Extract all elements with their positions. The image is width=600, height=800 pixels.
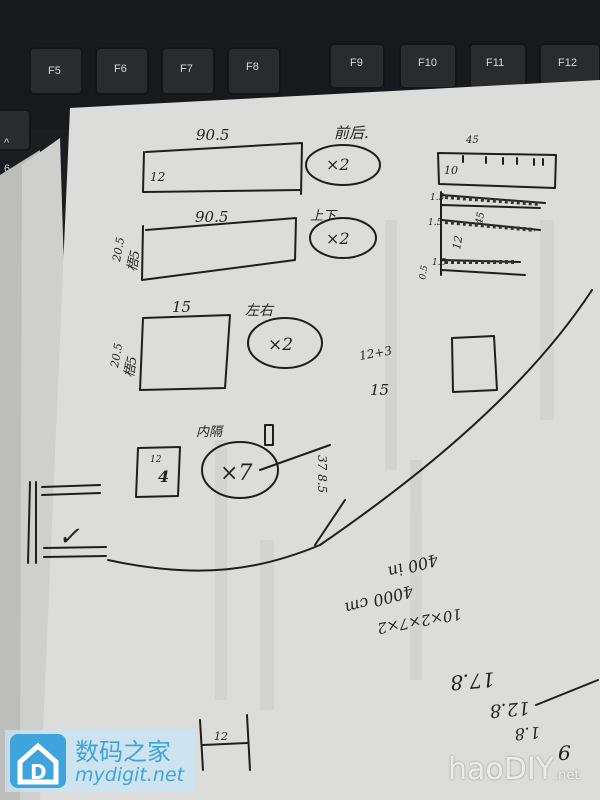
side-note-2: 15 — [370, 381, 389, 399]
vertical-note: 37 8.5 — [315, 455, 329, 493]
panel-top-bottom: 90.5 20.5 梧5 上下 ×2 — [110, 208, 377, 281]
svg-text:90.5: 90.5 — [195, 208, 228, 226]
svg-text:内隔: 内隔 — [196, 425, 224, 440]
svg-text:×2: ×2 — [326, 229, 350, 248]
key-f6: F6 — [95, 47, 149, 95]
shelf-diagram: 45 10 1.5 1.5 45 12 1.5 0.5 — [418, 135, 557, 393]
svg-text:×2: ×2 — [268, 335, 293, 355]
svg-text:45: 45 — [465, 135, 479, 146]
key-f10: F10 — [399, 43, 457, 89]
panel-front-back: 90.5 12 前后. ×2 — [142, 124, 381, 195]
frame-sketch: ✓ — [27, 481, 107, 564]
svg-text:6: 6 — [4, 163, 10, 175]
svg-text:F8: F8 — [246, 61, 259, 73]
svg-text:12: 12 — [150, 170, 165, 184]
key-f9: F9 — [329, 43, 385, 89]
svg-text:0.5: 0.5 — [418, 264, 430, 280]
svg-text:15: 15 — [172, 298, 191, 316]
side-note: 12+3 — [358, 343, 393, 363]
key-f12: F12 — [539, 43, 600, 89]
curve-line — [107, 289, 593, 572]
svg-text:×2: ×2 — [326, 155, 350, 174]
svg-text:12.8: 12.8 — [489, 697, 531, 721]
panel-left-right: 15 20.5 梧5 左右 ×2 — [108, 298, 323, 391]
key-f5: F5 — [29, 47, 83, 95]
svg-text:✓: ✓ — [58, 522, 80, 552]
svg-text:10: 10 — [444, 164, 458, 177]
svg-text:20.5: 20.5 — [108, 342, 125, 369]
svg-text:梧5: 梧5 — [125, 249, 143, 273]
svg-text:90.5: 90.5 — [196, 126, 229, 144]
note-paper — [40, 80, 600, 800]
svg-text:F11: F11 — [486, 57, 504, 69]
svg-text:1.8: 1.8 — [514, 723, 541, 744]
svg-text:前后.: 前后. — [334, 124, 369, 142]
svg-text:12: 12 — [150, 455, 162, 465]
house-logo-icon: D — [10, 734, 66, 788]
svg-text:12: 12 — [450, 234, 465, 250]
svg-text:×7: ×7 — [220, 461, 252, 486]
key-f11: F11 — [469, 43, 527, 89]
svg-text:F5: F5 — [48, 65, 61, 77]
divider-piece: 12 4 内隔 ×7 — [135, 424, 331, 499]
watermark-haodiy: haoDIY.net — [448, 752, 580, 787]
key-f8: F8 — [227, 47, 281, 95]
svg-text:45: 45 — [474, 211, 487, 226]
svg-text:梧5: 梧5 — [122, 355, 140, 379]
svg-text:D: D — [30, 760, 47, 784]
svg-text:1.5: 1.5 — [428, 218, 443, 228]
watermark-mydigit: D 数码之家 mydigit.net — [5, 730, 195, 792]
svg-text:20.5: 20.5 — [110, 236, 127, 263]
svg-text:F12: F12 — [558, 57, 577, 69]
bottom-sketch: 12 — [199, 714, 251, 771]
svg-text:6: 6 — [558, 741, 571, 765]
svg-text:1.5: 1.5 — [430, 193, 445, 203]
svg-text:左右: 左右 — [245, 303, 275, 319]
svg-text:12: 12 — [214, 730, 228, 743]
svg-text:1.5: 1.5 — [432, 258, 447, 268]
svg-text:F6: F6 — [114, 63, 127, 75]
calculation: 17.8 12.8 1.8 6 — [449, 667, 599, 765]
svg-text:17.8: 17.8 — [449, 667, 495, 695]
svg-text:4: 4 — [158, 467, 169, 486]
svg-text:F7: F7 — [180, 63, 193, 75]
svg-text:F9: F9 — [350, 57, 363, 69]
key-f7: F7 — [161, 47, 215, 95]
svg-text:^: ^ — [4, 137, 10, 149]
svg-text:F10: F10 — [418, 57, 437, 69]
